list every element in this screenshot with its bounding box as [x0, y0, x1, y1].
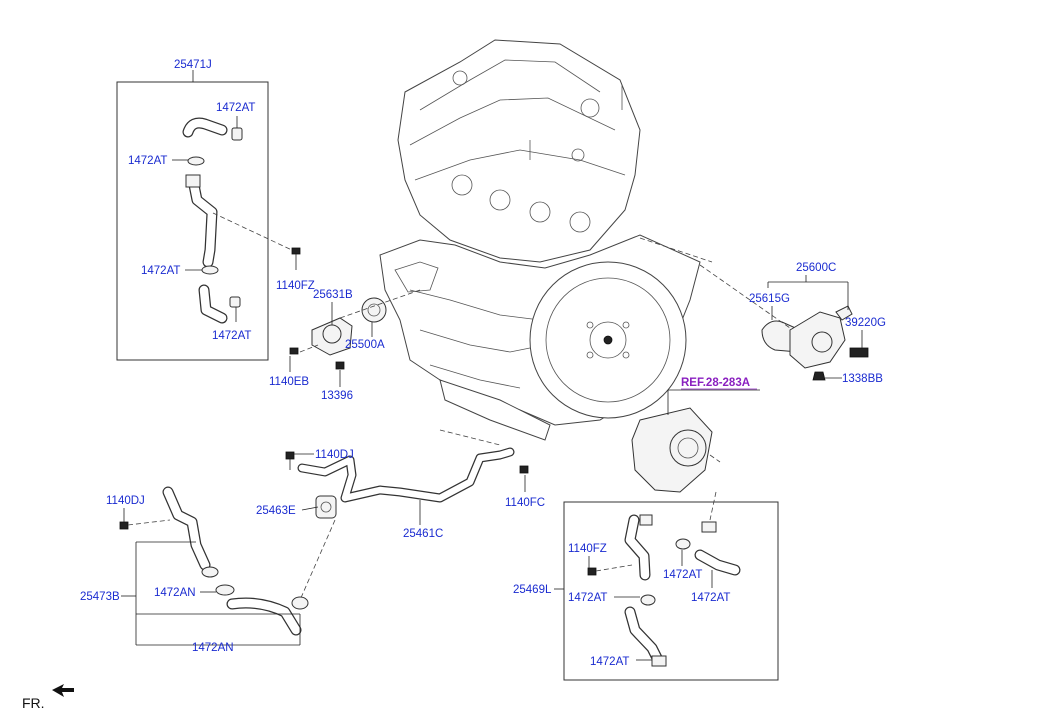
- reference-part: [631, 389, 760, 493]
- bypass-pipe: [285, 429, 529, 601]
- label-1140DJ: 1140DJ: [315, 449, 354, 461]
- thermostat-housing: [289, 289, 421, 370]
- engine-assembly: [379, 39, 701, 441]
- reference-label[interactable]: REF.28-283A: [681, 377, 750, 389]
- label-1472AT: 1472AT: [691, 592, 730, 604]
- bolt-1140FZ: [291, 247, 301, 270]
- label-25461C: 25461C: [403, 528, 443, 540]
- label-25615G: 25615G: [749, 293, 790, 305]
- label-1338BB: 1338BB: [842, 373, 883, 385]
- lower-left-hoses: [119, 486, 309, 646]
- front-marker: FR.: [22, 684, 74, 711]
- label-1472AN: 1472AN: [154, 587, 196, 599]
- label-13396: 13396: [321, 390, 353, 402]
- label-39220G: 39220G: [845, 317, 886, 329]
- label-25469L: 25469L: [513, 584, 552, 596]
- box-25471J: [116, 70, 269, 361]
- box-25469L: [563, 491, 779, 681]
- leader-lines: [121, 116, 863, 661]
- label-25471J: 25471J: [174, 59, 212, 71]
- label-25463E: 25463E: [256, 505, 296, 517]
- label-1472AT: 1472AT: [216, 102, 255, 114]
- label-1140FZ: 1140FZ: [568, 543, 607, 555]
- label-1472AT: 1472AT: [568, 592, 607, 604]
- label-25631B: 25631B: [313, 289, 353, 301]
- front-label: FR.: [22, 695, 45, 711]
- label-25500A: 25500A: [345, 339, 385, 351]
- label-1140EB: 1140EB: [269, 376, 309, 388]
- label-1472AT: 1472AT: [141, 265, 180, 277]
- label-1140FZ: 1140FZ: [276, 280, 315, 292]
- label-1472AN: 1472AN: [192, 642, 234, 654]
- part-labels: 25471J 1472AT 1472AT 1472AT 1472AT 1140F…: [80, 59, 886, 668]
- label-25473B: 25473B: [80, 591, 120, 603]
- label-1472AT: 1472AT: [128, 155, 167, 167]
- label-1472AT: 1472AT: [590, 656, 629, 668]
- label-1140FC: 1140FC: [505, 497, 545, 509]
- label-1140DJ: 1140DJ: [106, 495, 145, 507]
- label-1472AT: 1472AT: [663, 569, 702, 581]
- front-arrow-icon: [52, 684, 74, 697]
- label-1472AT: 1472AT: [212, 330, 251, 342]
- label-25600C: 25600C: [796, 262, 836, 274]
